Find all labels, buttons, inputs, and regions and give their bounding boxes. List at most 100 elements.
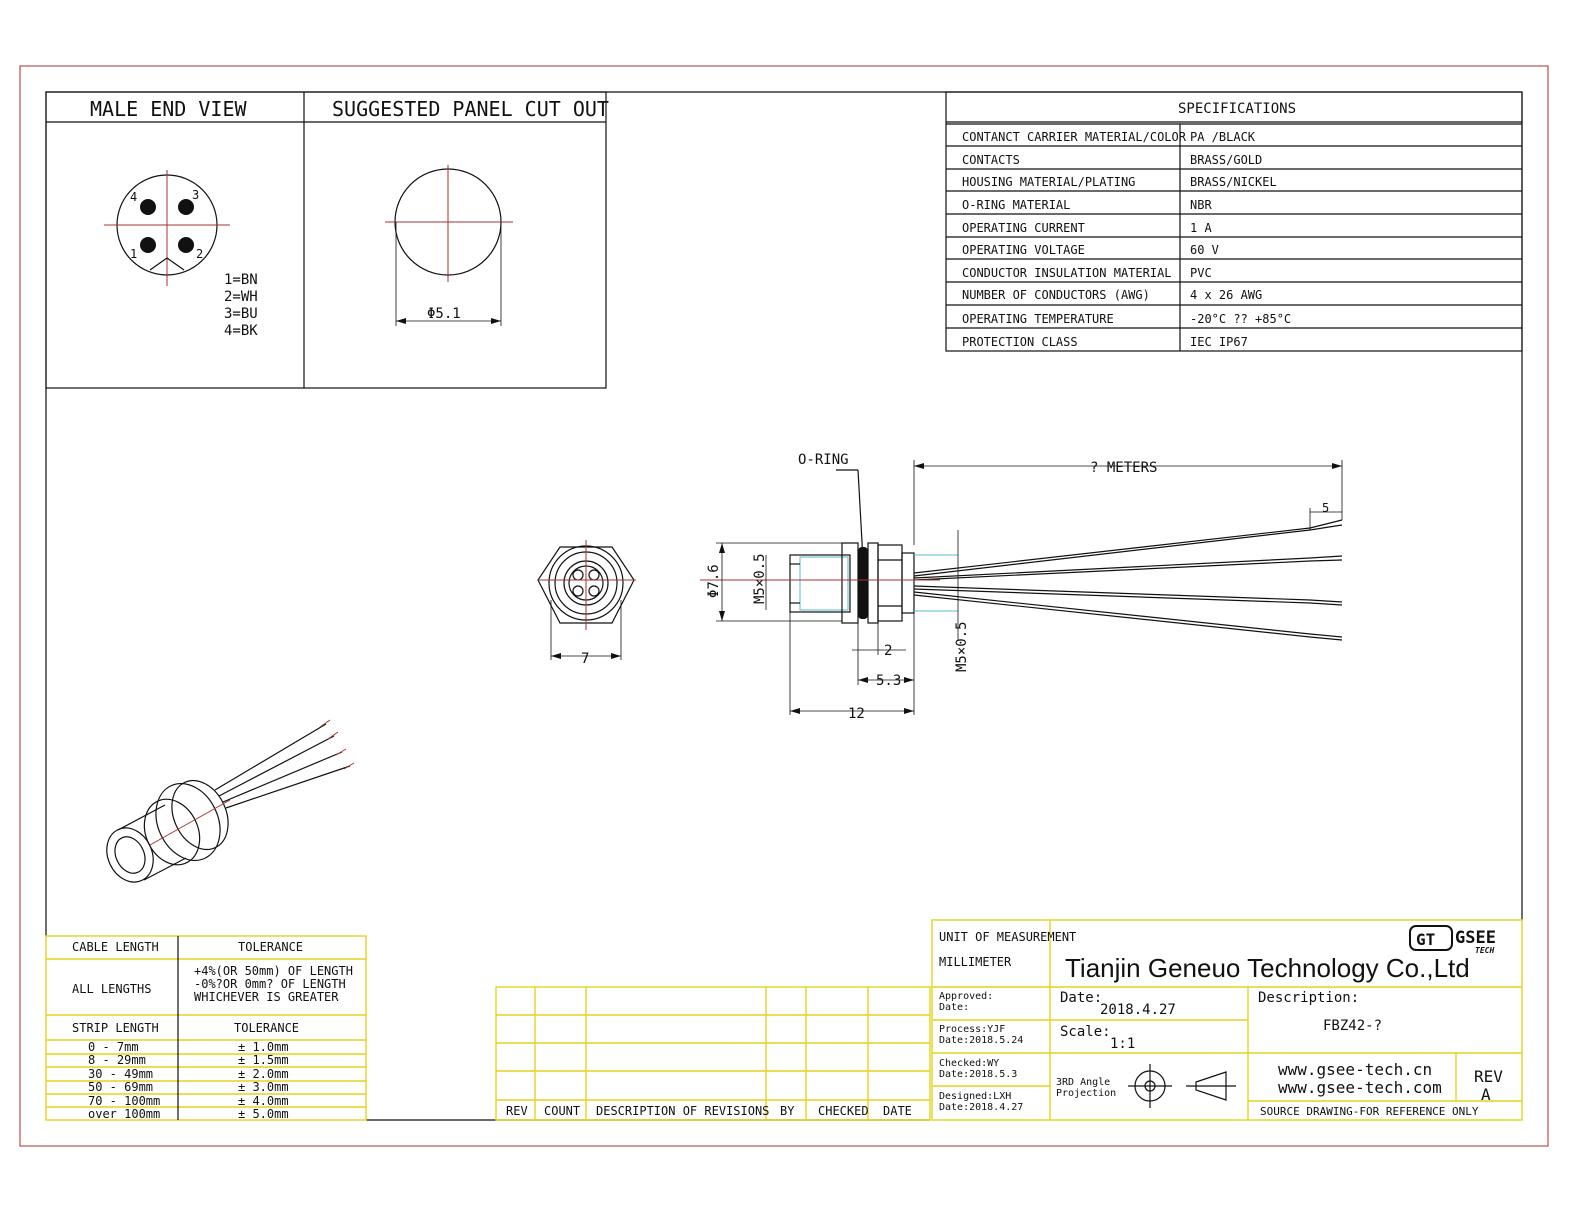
company-name: Tianjin Geneuo Technology Co.,Ltd <box>1065 953 1470 983</box>
spec-label: PROTECTION CLASS <box>962 335 1078 349</box>
diameter-dimension: Φ7.6 <box>706 564 722 598</box>
thread-dimension-left: M5×0.5 <box>752 553 768 604</box>
cable-length-header: CABLE LENGTH <box>72 940 159 954</box>
spec-label: CONTANCT CARRIER MATERIAL/COLOR <box>962 130 1187 144</box>
website-cn: www.gsee-tech.cn <box>1278 1060 1432 1079</box>
nut-width-dimension: 7 <box>581 651 589 667</box>
wire-color-4: 4=BK <box>224 323 258 339</box>
outer-frame <box>19 65 1549 1147</box>
rev-value: A <box>1481 1085 1491 1104</box>
spec-value: NBR <box>1190 198 1212 212</box>
pin-label-4: 4 <box>130 190 137 204</box>
all-lengths-tolerance: WHICHEVER IS GREATER <box>194 990 339 1004</box>
revision-table: REV COUNT DESCRIPTION OF REVISIONS BY CH… <box>495 986 931 1121</box>
spec-value: PA /BLACK <box>1190 130 1256 144</box>
svg-text:TECH: TECH <box>1475 946 1494 955</box>
strip-tol: ± 1.5mm <box>238 1053 289 1067</box>
checked-date: Date:2018.5.3 <box>939 1069 1017 1080</box>
specifications-title: SPECIFICATIONS <box>1178 101 1296 117</box>
end-view-panels: MALE END VIEW SUGGESTED PANEL CUT OUT 1 … <box>45 91 609 389</box>
spec-label: CONDUCTOR INSULATION MATERIAL <box>962 266 1172 280</box>
wire-color-2: 2=WH <box>224 289 258 305</box>
strip-length-header: STRIP LENGTH <box>72 1021 159 1035</box>
website-com: www.gsee-tech.com <box>1278 1078 1442 1097</box>
process-date: Date:2018.5.24 <box>939 1035 1023 1046</box>
spec-value: 4 x 26 AWG <box>1190 288 1262 302</box>
unit-value: MILLIMETER <box>939 955 1012 969</box>
male-face-icon <box>104 170 230 286</box>
revision-header-description: DESCRIPTION OF REVISIONS <box>596 1104 769 1118</box>
third-angle-projection-icon <box>1128 1064 1236 1108</box>
cutout-dimension: Φ5.1 <box>427 306 461 322</box>
spec-label: NUMBER OF CONDUCTORS (AWG) <box>962 288 1150 302</box>
spec-value: -20°C ?? +85°C <box>1190 312 1291 326</box>
strip-tol: ± 5.0mm <box>238 1107 289 1121</box>
strip-range: 50 - 69mm <box>88 1080 153 1094</box>
svg-text:GSEE: GSEE <box>1455 928 1496 948</box>
strip-range: 0 - 7mm <box>88 1040 139 1054</box>
description-label: Description: <box>1258 990 1359 1006</box>
pin-label-2: 2 <box>196 247 203 261</box>
strip-tol: ± 4.0mm <box>238 1094 289 1108</box>
unit-label: UNIT OF MEASUREMENT <box>939 930 1076 944</box>
spec-value: BRASS/NICKEL <box>1190 175 1277 189</box>
projection-label: Projection <box>1056 1088 1116 1099</box>
spec-label: HOUSING MATERIAL/PLATING <box>962 175 1135 189</box>
tolerance-table: CABLE LENGTH TOLERANCE ALL LENGTHS +4%(O… <box>45 935 367 1121</box>
cutout-circle-icon <box>385 165 513 326</box>
tolerance-header: TOLERANCE <box>238 940 303 954</box>
connector-isometric-view <box>106 719 355 883</box>
revision-header-rev: REV <box>506 1104 528 1118</box>
strip-tol: ± 1.0mm <box>238 1040 289 1054</box>
date-value: 2018.4.27 <box>1100 1002 1176 1018</box>
male-end-view-title: MALE END VIEW <box>90 97 247 121</box>
specifications-table: SPECIFICATIONS CONTANCT CARRIER MATERIAL… <box>945 91 1523 352</box>
approved-date-label: Date: <box>939 1002 969 1013</box>
svg-text:GT: GT <box>1416 930 1435 949</box>
company-logo: GT GSEE TECH <box>1409 925 1496 955</box>
pin-label-3: 3 <box>192 188 199 202</box>
strip-tol: ± 3.0mm <box>238 1080 289 1094</box>
dimension-2: 2 <box>884 643 892 659</box>
o-ring-label: O-RING <box>798 452 849 468</box>
spec-label: OPERATING TEMPERATURE <box>962 312 1114 326</box>
connector-front-view <box>537 540 636 660</box>
all-lengths-tolerance: +4%(OR 50mm) OF LENGTH <box>194 964 353 978</box>
spec-label: OPERATING VOLTAGE <box>962 243 1085 257</box>
revision-header-checked: CHECKED <box>818 1104 869 1118</box>
revision-header-date: DATE <box>883 1104 912 1118</box>
all-lengths-label: ALL LENGTHS <box>72 982 151 996</box>
connector-side-view <box>700 460 1343 715</box>
dimension-5-3: 5.3 <box>876 673 901 689</box>
all-lengths-tolerance: -0%?OR 0mm? OF LENGTH <box>194 977 346 991</box>
spec-value: BRASS/GOLD <box>1190 153 1262 167</box>
checked-label: Checked:WY <box>939 1058 999 1069</box>
dimension-12: 12 <box>848 706 865 722</box>
wire-color-3: 3=BU <box>224 306 258 322</box>
designed-label: Designed:LXH <box>939 1091 1011 1102</box>
approved-label: Approved: <box>939 991 993 1002</box>
description-value: FBZ42-? <box>1323 1018 1382 1034</box>
rev-label: REV <box>1474 1067 1503 1086</box>
strip-range: 30 - 49mm <box>88 1067 153 1081</box>
scale-value: 1:1 <box>1110 1036 1135 1052</box>
strip-tolerance-header: TOLERANCE <box>234 1021 299 1035</box>
revision-header-count: COUNT <box>544 1104 580 1118</box>
strip-range: 8 - 29mm <box>88 1053 146 1067</box>
revision-header-by: BY <box>780 1104 795 1118</box>
strip-tol: ± 2.0mm <box>238 1067 289 1081</box>
spec-label: O-RING MATERIAL <box>962 198 1070 212</box>
spec-value: PVC <box>1190 266 1212 280</box>
spec-value: 60 V <box>1190 243 1219 257</box>
strip-range: 70 - 100mm <box>88 1094 160 1108</box>
cable-length-dimension: ? METERS <box>1090 460 1157 476</box>
wire-color-1: 1=BN <box>224 272 258 288</box>
panel-cut-out-title: SUGGESTED PANEL CUT OUT <box>332 97 609 121</box>
pin-label-1: 1 <box>130 247 137 261</box>
strip-length-dimension: 5 <box>1322 501 1329 515</box>
spec-label: CONTACTS <box>962 153 1020 167</box>
date-label: Date: <box>1060 990 1102 1006</box>
source-note: SOURCE DRAWING-FOR REFERENCE ONLY <box>1260 1105 1479 1118</box>
scale-label: Scale: <box>1060 1024 1111 1040</box>
